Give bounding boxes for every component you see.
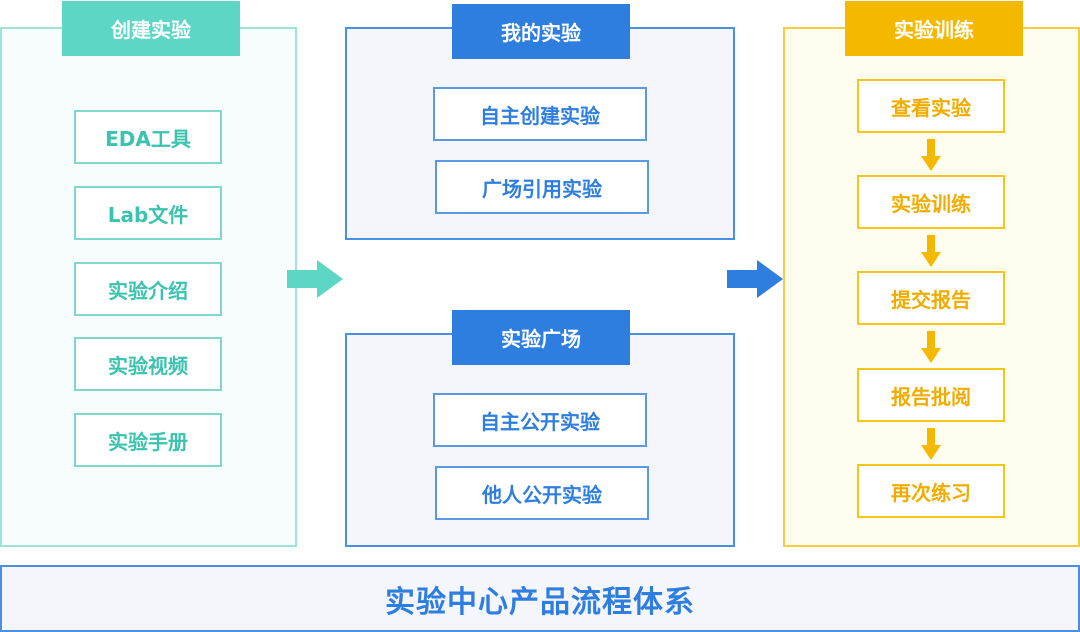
down-arrow-icon xyxy=(921,139,941,171)
system-title-footer: 实验中心产品流程体系 xyxy=(0,565,1080,632)
training-step-practice-again[interactable]: 再次练习 xyxy=(857,464,1005,518)
training-step-train[interactable]: 实验训练 xyxy=(857,175,1005,229)
create-experiment-header: 创建实验 xyxy=(62,1,240,56)
experiment-square-header: 实验广场 xyxy=(452,310,630,365)
my-item-self-created[interactable]: 自主创建实验 xyxy=(433,87,647,141)
experiment-training-header: 实验训练 xyxy=(845,1,1023,56)
create-item-manual[interactable]: 实验手册 xyxy=(74,413,222,467)
down-arrow-icon xyxy=(921,235,941,267)
down-arrow-icon xyxy=(921,428,941,460)
my-item-square-referenced[interactable]: 广场引用实验 xyxy=(435,160,649,214)
create-item-video[interactable]: 实验视频 xyxy=(74,337,222,391)
create-item-eda-tool[interactable]: EDA工具 xyxy=(74,110,222,164)
square-item-others-public[interactable]: 他人公开实验 xyxy=(435,466,649,520)
teal-right-arrow-icon xyxy=(287,260,343,298)
blue-right-arrow-icon xyxy=(727,260,783,298)
down-arrow-icon xyxy=(921,331,941,363)
create-item-lab-file[interactable]: Lab文件 xyxy=(74,186,222,240)
training-step-review-report[interactable]: 报告批阅 xyxy=(857,368,1005,422)
training-step-submit-report[interactable]: 提交报告 xyxy=(857,271,1005,325)
training-step-view[interactable]: 查看实验 xyxy=(857,79,1005,133)
create-item-intro[interactable]: 实验介绍 xyxy=(74,262,222,316)
my-experiments-header: 我的实验 xyxy=(452,4,630,59)
square-item-self-public[interactable]: 自主公开实验 xyxy=(433,393,647,447)
